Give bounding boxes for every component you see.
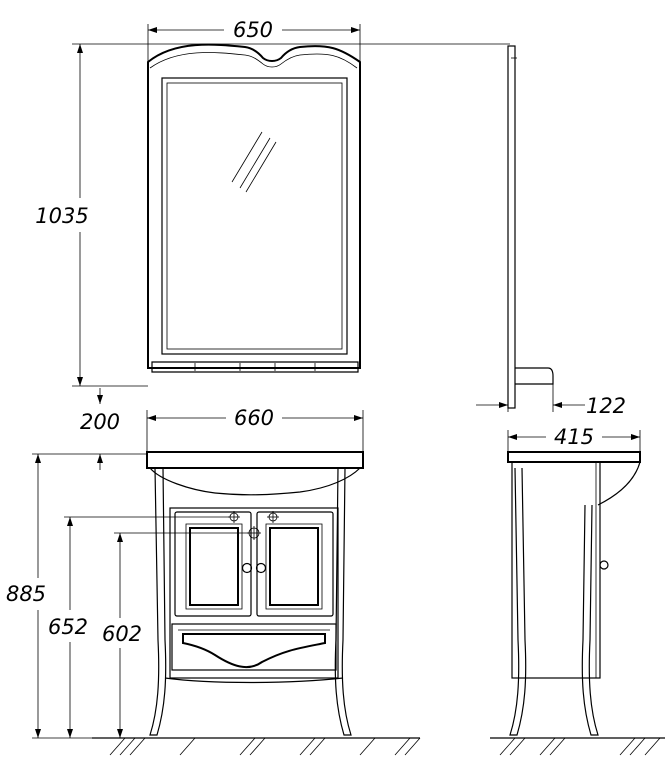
- dim-650-label: 650: [233, 18, 273, 42]
- vanity-side-view: [507, 451, 641, 736]
- dimension-vanity-height: 885: [6, 453, 92, 739]
- dimension-mirror-depth: 122: [476, 384, 626, 418]
- dimension-mirror-height: 1035: [35, 43, 510, 387]
- dim-885-label: 885: [6, 582, 46, 606]
- mirror-front-view: [147, 43, 361, 373]
- dim-200-label: 200: [80, 410, 120, 434]
- vanity-front-view: [146, 451, 364, 736]
- dimension-vanity-width: 660: [146, 406, 364, 452]
- dimension-upper-pipe-height: 652: [48, 516, 230, 738]
- dim-660-label: 660: [234, 406, 274, 430]
- dim-415-label: 415: [554, 425, 594, 449]
- dimension-vanity-depth: 415: [507, 425, 641, 452]
- dim-1035-label: 1035: [35, 204, 88, 228]
- dim-602-label: 602: [102, 622, 142, 646]
- dimension-lower-pipe-height: 602: [102, 532, 249, 738]
- floor-line: [92, 737, 665, 756]
- dim-652-label: 652: [48, 615, 88, 639]
- dimension-mirror-gap: 200: [80, 388, 147, 470]
- dim-122-label: 122: [586, 394, 626, 418]
- mirror-side-view: [507, 45, 554, 409]
- dimension-mirror-width: 650: [147, 18, 361, 62]
